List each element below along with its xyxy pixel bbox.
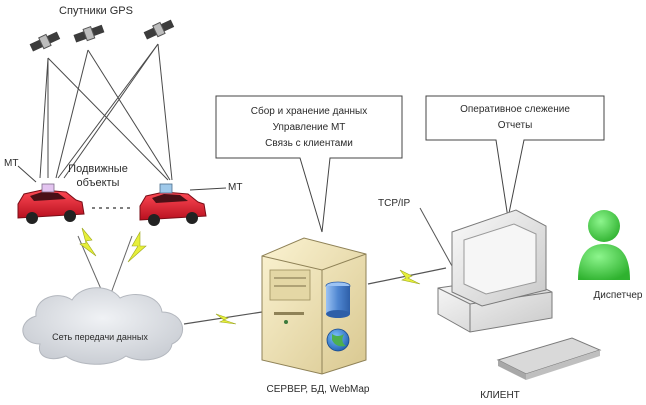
mt-left-label: МТ	[4, 158, 18, 169]
lightning-icon	[127, 230, 147, 263]
lightning-icon	[79, 227, 97, 257]
car-icon	[17, 183, 85, 224]
moving-objects-label-line2: объекты	[77, 177, 120, 189]
dispatcher: Диспетчер	[578, 210, 643, 301]
satellite-icon	[73, 24, 105, 43]
client-computer: КЛИЕНТ	[437, 209, 602, 401]
moving-objects-label-line1: Подвижные	[68, 163, 128, 175]
computer-icon	[437, 209, 602, 380]
satellite-icon	[143, 19, 175, 40]
server-label: СЕРВЕР, БД, WebMap	[267, 384, 370, 395]
mt-right-pointer	[189, 187, 227, 191]
server-callout-line-2: Управление МТ	[273, 122, 346, 133]
lightning-icon	[399, 269, 421, 285]
server-callout-line-3: Связь с клиентами	[265, 138, 353, 149]
satellite-icon	[29, 31, 61, 52]
cloud-server-link	[183, 311, 263, 325]
server: СЕРВЕР, БД, WebMap	[261, 237, 370, 395]
user-icon	[578, 210, 630, 280]
data-network-cloud: Сеть передачи данных	[22, 287, 183, 365]
satellite-1	[29, 31, 61, 52]
cloud-icon	[22, 287, 183, 365]
car-icon	[139, 183, 207, 226]
satellites-label: Спутники GPS	[59, 5, 133, 17]
mt-right-label: МТ	[228, 182, 242, 193]
lightning-icon	[215, 313, 237, 325]
protocol-label: TCP/IP	[378, 198, 411, 209]
client-callout-line-1: Оперативное слежение	[460, 104, 570, 115]
database-icon	[325, 281, 351, 318]
satellite-3	[143, 19, 175, 40]
satellite-signal-lines	[39, 43, 173, 181]
client-callout: Оперативное слежение Отчеты	[425, 95, 605, 219]
satellite-2	[73, 24, 105, 43]
dispatcher-label: Диспетчер	[594, 290, 643, 301]
server-client-link: TCP/IP	[367, 198, 453, 285]
client-callout-line-2: Отчеты	[498, 120, 533, 131]
mt-left-pointer	[17, 165, 37, 183]
server-callout: Сбор и хранение данных Управление МТ Свя…	[215, 95, 403, 233]
moving-object-left	[17, 183, 85, 224]
client-label: КЛИЕНТ	[480, 390, 520, 401]
moving-object-right	[139, 183, 207, 226]
data-network-label: Сеть передачи данных	[52, 332, 148, 342]
server-callout-line-1: Сбор и хранение данных	[251, 105, 368, 117]
globe-icon	[326, 328, 350, 352]
server-icon	[261, 237, 367, 375]
